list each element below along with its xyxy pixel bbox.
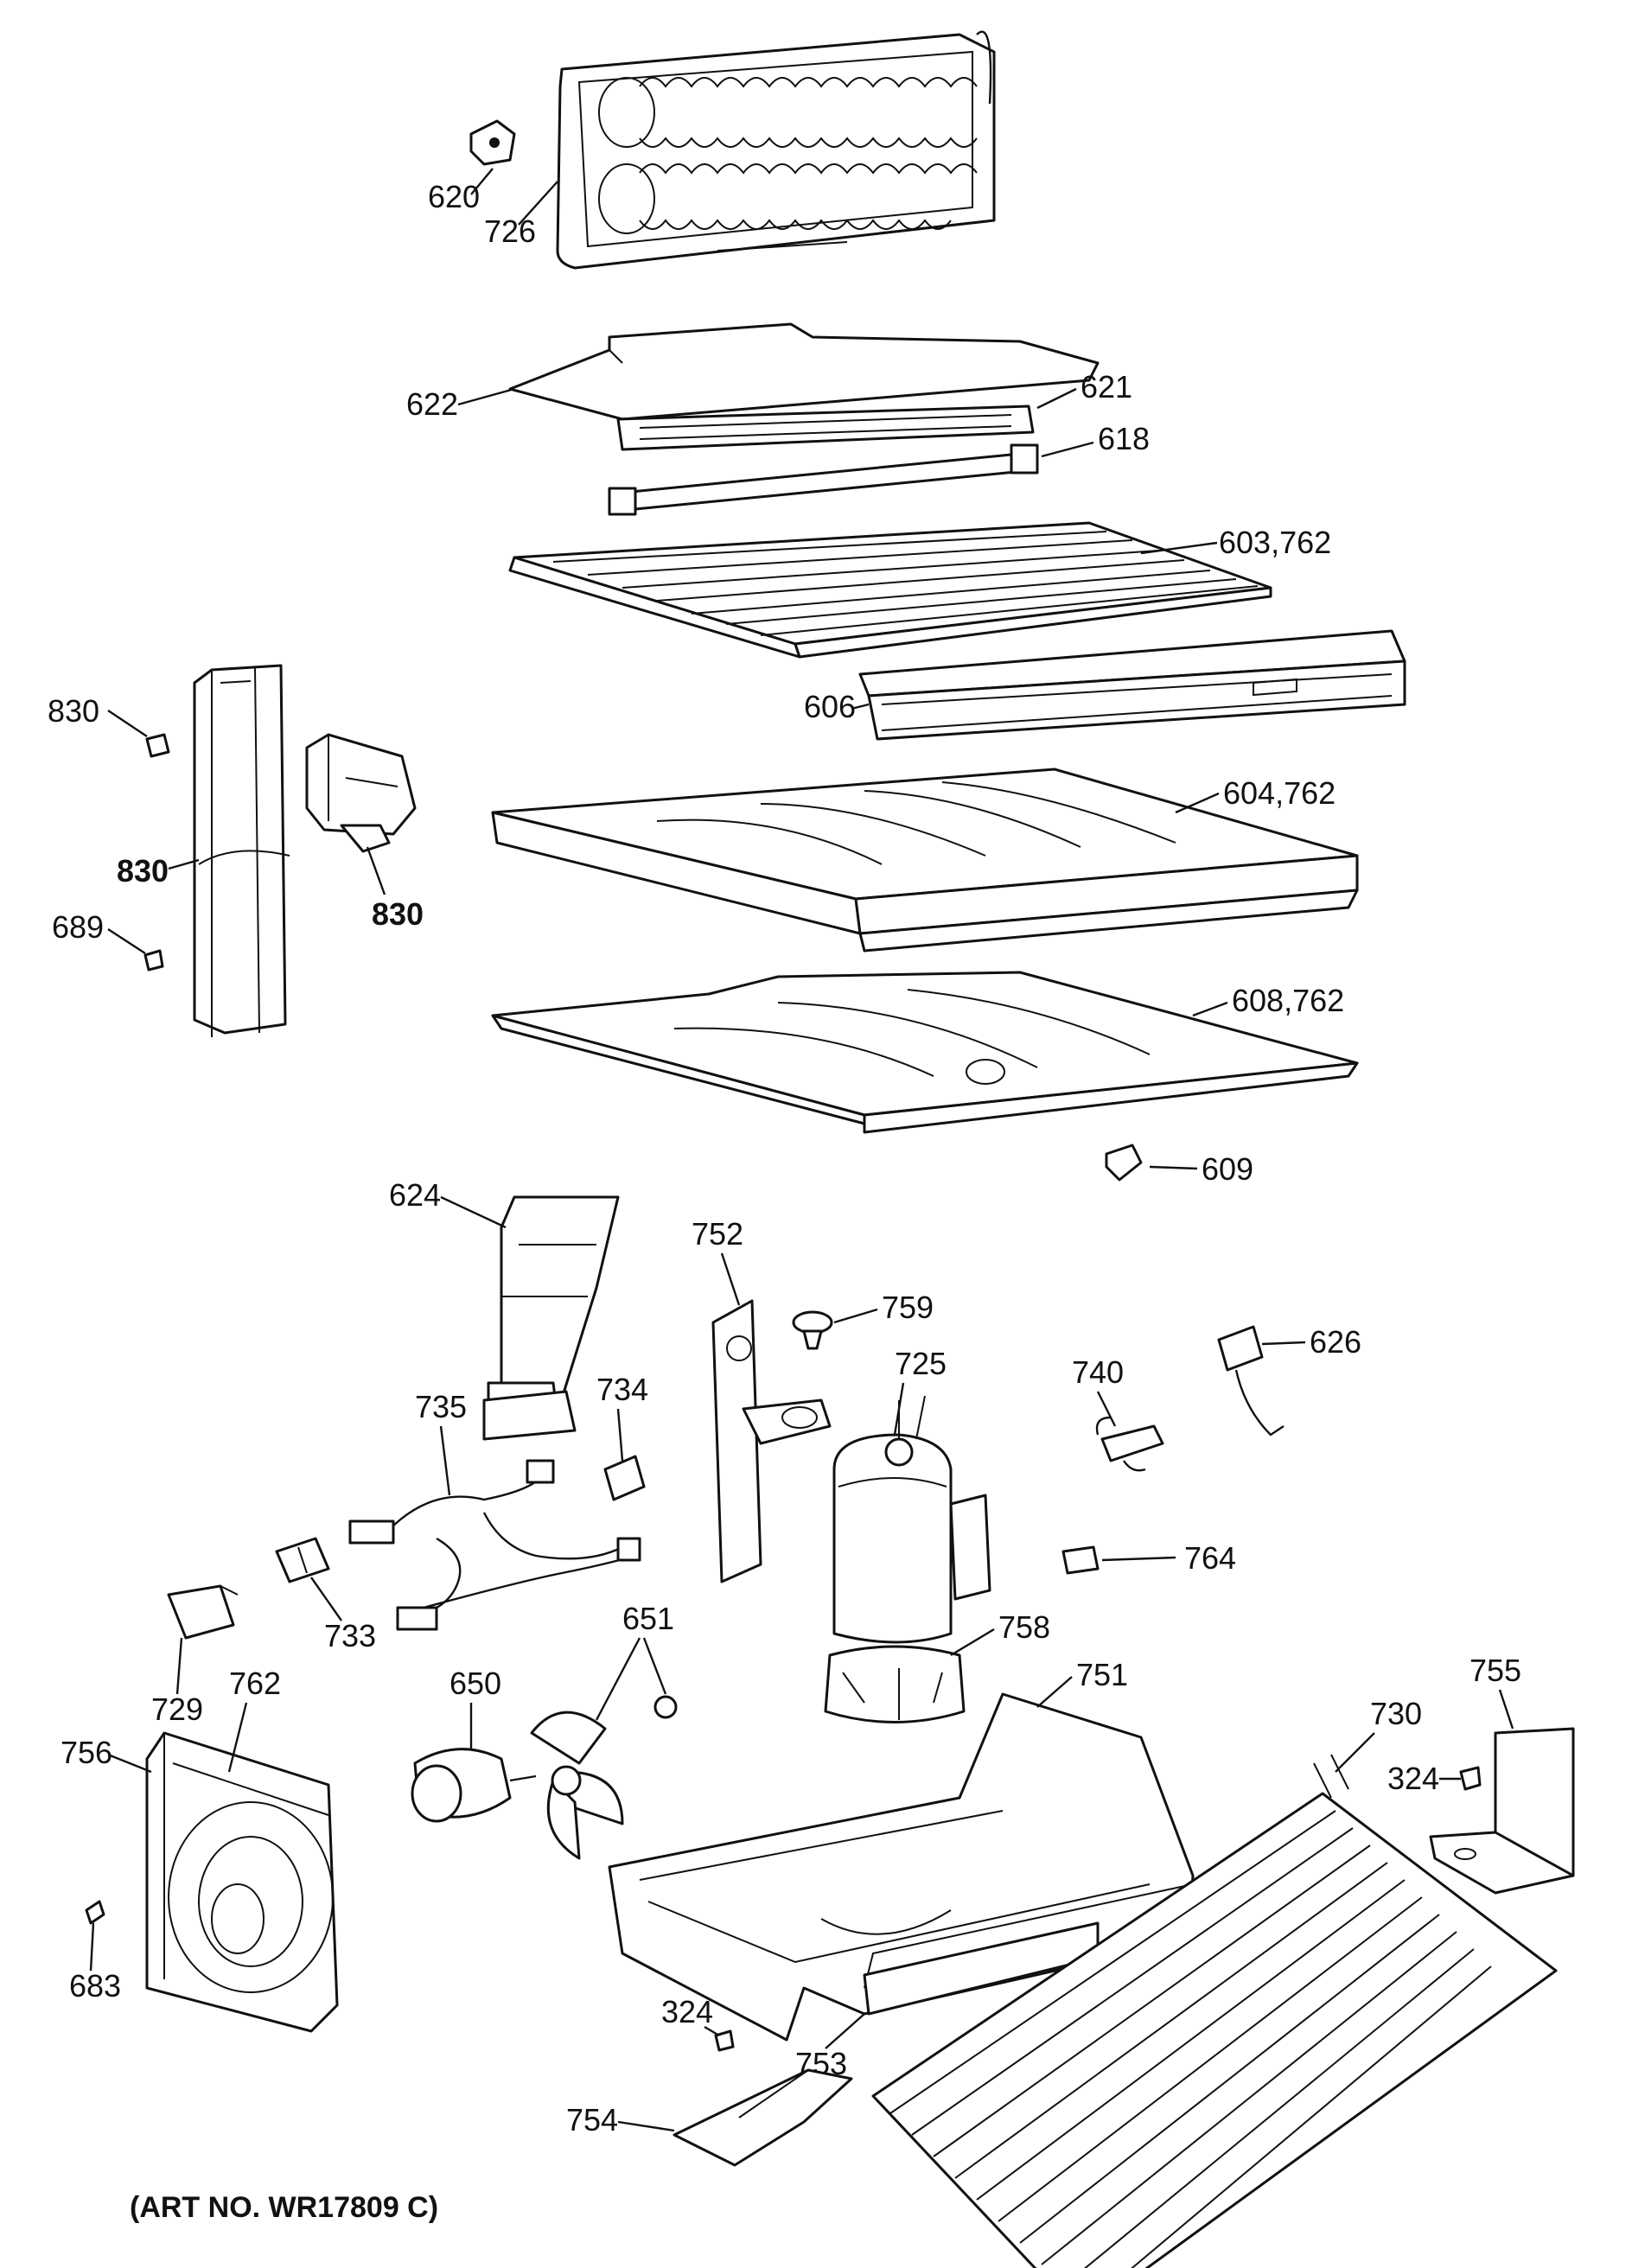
screw-324-upper	[1459, 1766, 1482, 1791]
air-duct	[482, 1195, 620, 1441]
label-730: 730	[1370, 1696, 1422, 1731]
shelf-pan	[858, 629, 1406, 741]
label-751: 751	[1076, 1657, 1128, 1692]
label-729: 729	[151, 1691, 203, 1727]
label-618: 618	[1098, 421, 1150, 456]
label-725: 725	[895, 1346, 947, 1381]
freezer-floor	[491, 971, 1359, 1134]
drain-grommet-609	[1105, 1144, 1143, 1182]
label-609: 609	[1202, 1151, 1253, 1187]
compressor-mount-bracket	[711, 1299, 832, 1583]
label-755: 755	[1469, 1653, 1521, 1688]
label-740: 740	[1072, 1354, 1124, 1390]
screw-683	[85, 1900, 105, 1925]
label-830-damper: 830	[372, 896, 424, 932]
evaporator-cover	[508, 322, 1100, 421]
label-683: 683	[69, 1968, 121, 2004]
evaporator-coil-panel	[556, 30, 996, 270]
art-number: (ART NO. WR17809 C)	[130, 2191, 438, 2224]
label-608-762: 608,762	[1232, 983, 1344, 1018]
overload-relay	[1095, 1416, 1164, 1472]
fan-shroud	[145, 1731, 339, 2033]
label-756: 756	[61, 1735, 112, 1770]
damper-housing	[305, 733, 417, 853]
label-622: 622	[406, 386, 458, 422]
label-762: 762	[229, 1666, 281, 1701]
label-752: 752	[692, 1216, 743, 1252]
screw-830	[145, 733, 170, 758]
switch-733	[275, 1537, 330, 1583]
capacitor-729	[167, 1584, 239, 1640]
label-689: 689	[52, 909, 104, 945]
grommet-759	[792, 1310, 833, 1350]
screw-324-lower	[714, 2029, 735, 2052]
defrost-heater	[608, 443, 1039, 516]
mullion-channel	[193, 664, 290, 1037]
label-603-762: 603,762	[1219, 525, 1331, 560]
label-735: 735	[415, 1389, 467, 1424]
compressor	[832, 1395, 991, 1644]
label-764: 764	[1184, 1540, 1236, 1576]
label-830-screw: 830	[48, 693, 99, 729]
l-bracket-755	[1429, 1727, 1575, 1895]
divider-shelf	[491, 768, 1359, 952]
freezer-shelf	[508, 521, 1272, 659]
label-759: 759	[882, 1290, 934, 1325]
condenser-coil	[871, 1754, 1558, 2268]
power-cord	[1217, 1325, 1285, 1437]
label-626: 626	[1310, 1324, 1361, 1360]
label-733: 733	[324, 1618, 376, 1653]
thermostat-knob	[469, 119, 516, 166]
label-651: 651	[622, 1601, 674, 1636]
label-754: 754	[566, 2102, 618, 2137]
label-734: 734	[596, 1372, 648, 1407]
screw-689	[143, 949, 164, 972]
label-758: 758	[998, 1609, 1050, 1645]
label-621: 621	[1081, 369, 1132, 405]
heater-bracket	[616, 405, 1035, 451]
fan-motor	[411, 1748, 537, 1823]
compressor-base-mount	[824, 1645, 966, 1723]
fan-blade	[530, 1695, 678, 1860]
label-726: 726	[484, 213, 536, 249]
label-650: 650	[449, 1666, 501, 1701]
label-324-upper: 324	[1387, 1761, 1439, 1796]
label-604-762: 604,762	[1223, 775, 1336, 811]
label-830-mullion: 830	[117, 853, 169, 889]
connector-734	[603, 1455, 646, 1501]
wiring-harness	[348, 1459, 641, 1631]
label-324-lower: 324	[661, 1994, 713, 2029]
label-620: 620	[428, 179, 480, 214]
l-bracket-754	[673, 2068, 853, 2167]
clip-764	[1061, 1545, 1100, 1575]
label-624: 624	[389, 1177, 441, 1213]
label-606: 606	[804, 689, 856, 724]
